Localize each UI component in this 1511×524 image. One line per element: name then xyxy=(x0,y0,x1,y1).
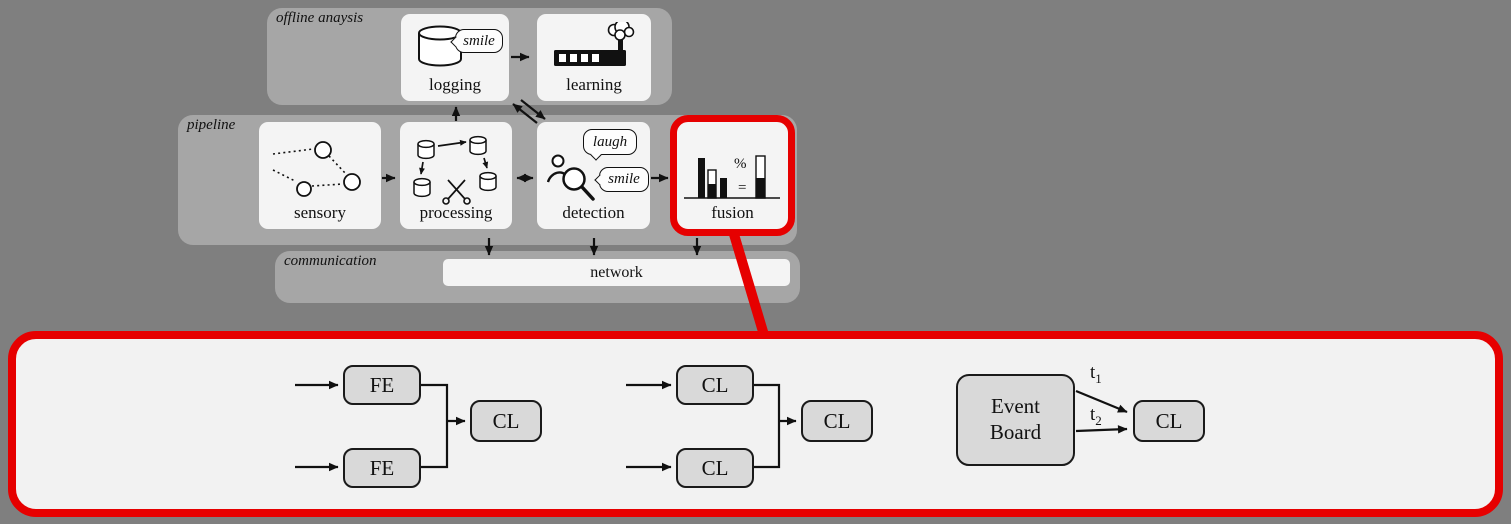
sensor-network-icon xyxy=(272,141,361,197)
fusion-chart-icon: % = xyxy=(684,155,780,199)
processing-label: processing xyxy=(419,203,493,222)
t2-base: t xyxy=(1090,404,1096,425)
t1-base: t xyxy=(1090,362,1096,383)
event-board-block: Event Board xyxy=(956,374,1075,466)
learning-machine-icon xyxy=(554,22,635,66)
sensory-node: sensory xyxy=(259,122,381,229)
classifier-block-feature: CL xyxy=(470,400,542,442)
laugh-speech-bubble: laugh xyxy=(583,129,637,155)
event-board-line1: Event xyxy=(991,394,1040,419)
network-label: network xyxy=(590,263,643,281)
feature-extractor-block-top: FE xyxy=(343,365,421,405)
event-board-line2: Board xyxy=(989,420,1042,444)
detective-magnifier-icon xyxy=(547,154,595,201)
percent-sign: % xyxy=(734,156,747,172)
classifier-block-decision: CL xyxy=(801,400,873,442)
sensory-label: sensory xyxy=(294,203,346,222)
classifier-block-bottom: CL xyxy=(676,448,754,488)
fusion-label: fusion xyxy=(711,203,754,222)
smile-tag-bubble: smile xyxy=(455,29,503,53)
smile-speech-bubble: smile xyxy=(599,167,649,192)
learning-label: learning xyxy=(566,75,622,94)
communication-label: communication xyxy=(284,253,377,269)
fusion-detail-callout xyxy=(8,331,1503,517)
classifier-block-top: CL xyxy=(676,365,754,405)
t1-subscript: 1 xyxy=(1095,370,1102,386)
t2-label: t2 xyxy=(1090,404,1102,428)
logging-label: logging xyxy=(429,75,481,94)
classifier-block-event: CL xyxy=(1133,400,1205,442)
feature-extractor-block-bottom: FE xyxy=(343,448,421,488)
learning-node: learning xyxy=(537,14,651,101)
detection-node: laugh smile detection xyxy=(537,122,650,229)
processing-buffers-icon xyxy=(413,135,497,205)
t2-subscript: 2 xyxy=(1095,412,1102,428)
logging-node: smile logging xyxy=(401,14,509,101)
network-node: network xyxy=(443,259,790,286)
pipeline-label: pipeline xyxy=(187,117,236,133)
offline-analysis-label: offline anaysis xyxy=(276,10,364,26)
processing-node: processing xyxy=(400,122,512,229)
detection-label: detection xyxy=(562,203,625,222)
equals-sign: = xyxy=(738,180,746,196)
t1-label: t1 xyxy=(1090,362,1102,386)
fusion-highlight-border: % = fusion xyxy=(670,115,795,236)
